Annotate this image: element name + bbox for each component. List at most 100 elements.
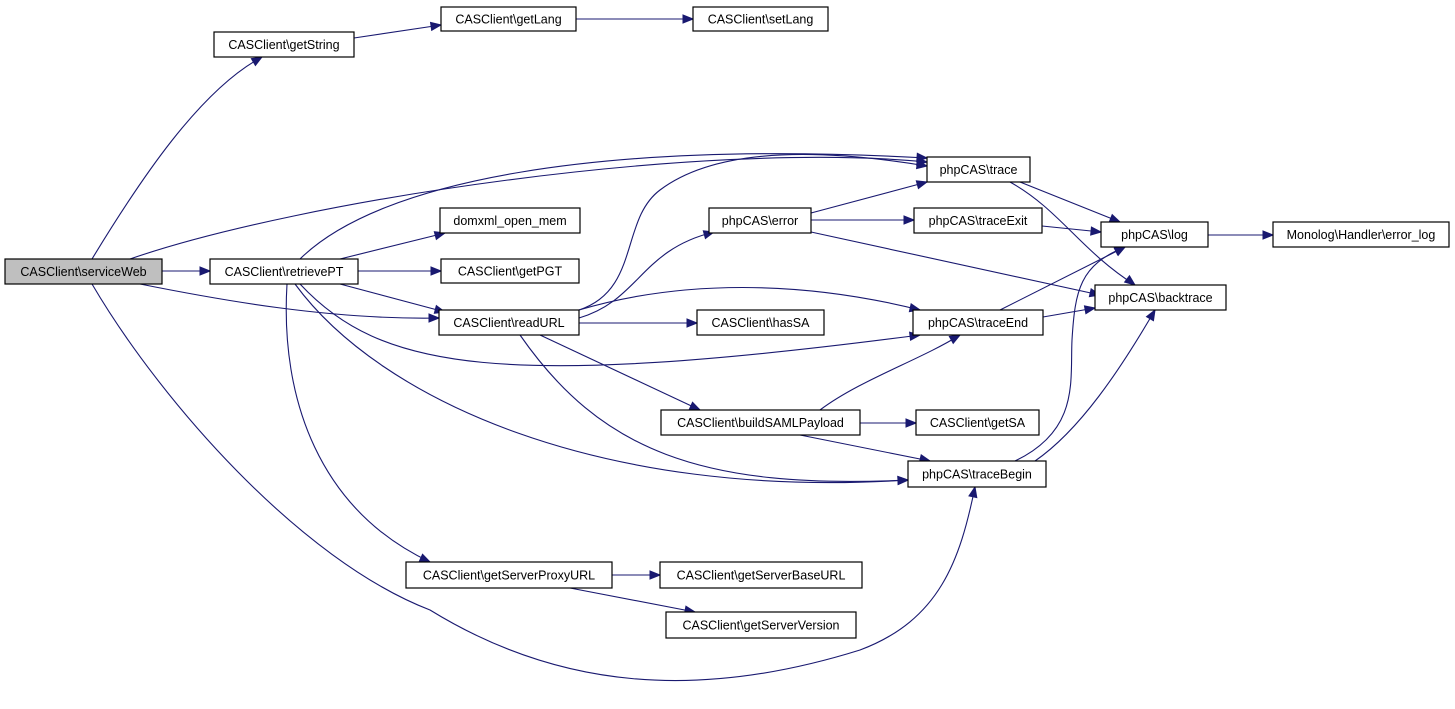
arrowhead-icon — [968, 485, 978, 499]
edge-line — [519, 334, 909, 483]
edge-line — [129, 156, 928, 260]
arrowhead-icon — [1145, 308, 1156, 322]
edge-line — [299, 283, 921, 367]
node-label: CASClient\retrievePT — [225, 265, 344, 279]
edge-traceEnd-to-backtrace — [1042, 305, 1097, 318]
node-traceEnd[interactable]: phpCAS\traceEnd — [912, 309, 1044, 336]
node-label: CASClient\getServerBaseURL — [677, 569, 846, 583]
node-box — [913, 207, 1043, 234]
node-label: CASClient\getString — [228, 38, 339, 52]
node-domxml[interactable]: domxml_open_mem — [439, 207, 581, 234]
node-box — [1100, 221, 1209, 248]
edge-retrievePT-to-traceEnd — [299, 283, 922, 367]
node-box — [1094, 284, 1227, 311]
arrowhead-icon — [199, 266, 212, 276]
arrowhead-icon — [1262, 230, 1275, 240]
edge-error-to-traceExit — [811, 215, 916, 225]
node-box — [440, 6, 577, 32]
node-getPGT[interactable]: CASClient\getPGT — [440, 258, 580, 284]
node-label: CASClient\getSA — [930, 416, 1026, 430]
edge-line — [810, 181, 928, 214]
arrowhead-icon — [686, 318, 699, 328]
edge-traceBegin-to-backtrace — [1034, 308, 1156, 462]
node-traceBegin[interactable]: phpCAS\traceBegin — [907, 460, 1047, 488]
edge-line — [569, 587, 696, 613]
node-box — [4, 258, 163, 285]
edge-serviceWeb-to-getString — [91, 56, 264, 260]
node-box — [665, 611, 857, 639]
node-getSA[interactable]: CASClient\getSA — [915, 409, 1040, 436]
edge-line — [299, 153, 928, 260]
node-getString[interactable]: CASClient\getString — [213, 31, 355, 58]
nodes-layer: CASClient\serviceWebCASClient\getStringC… — [4, 6, 1450, 639]
arrowhead-icon — [1113, 246, 1127, 257]
arrowhead-icon — [948, 334, 962, 345]
edge-line — [339, 232, 446, 260]
node-serviceWeb[interactable]: CASClient\serviceWeb — [4, 258, 163, 285]
arrowhead-icon — [1123, 274, 1137, 286]
node-error[interactable]: phpCAS\error — [708, 207, 812, 234]
node-box — [926, 156, 1031, 183]
node-box — [708, 207, 812, 234]
edge-line — [1009, 181, 1136, 286]
edge-traceExit-to-log — [1041, 225, 1103, 236]
node-trace[interactable]: phpCAS\trace — [926, 156, 1031, 183]
node-box — [692, 6, 829, 32]
edge-line — [294, 283, 909, 484]
edge-retrievePT-to-getServerProxyURL — [285, 283, 432, 563]
node-getLang[interactable]: CASClient\getLang — [440, 6, 577, 32]
arrowhead-icon — [649, 570, 662, 580]
node-getServerVersion[interactable]: CASClient\getServerVersion — [665, 611, 857, 639]
node-log[interactable]: phpCAS\log — [1100, 221, 1209, 248]
edge-serviceWeb-to-retrievePT — [162, 266, 212, 276]
node-box — [915, 409, 1040, 436]
edge-readURL-to-hasSA — [579, 318, 699, 328]
edge-serviceWeb-to-readURL — [139, 283, 441, 323]
node-label: phpCAS\log — [1121, 228, 1188, 242]
edge-getServerProxyURL-to-getServerVersion — [569, 587, 697, 615]
node-getServerProxyURL[interactable]: CASClient\getServerProxyURL — [405, 561, 613, 589]
node-backtrace[interactable]: phpCAS\backtrace — [1094, 284, 1227, 311]
node-label: phpCAS\traceEnd — [928, 316, 1028, 330]
node-readURL[interactable]: CASClient\readURL — [438, 309, 580, 336]
node-label: CASClient\getLang — [455, 13, 561, 27]
edge-line — [810, 231, 1101, 296]
node-label: CASClient\hasSA — [712, 316, 811, 330]
node-box — [907, 460, 1047, 488]
node-label: CASClient\getServerVersion — [682, 619, 839, 633]
edge-buildSAML-to-getSA — [860, 418, 918, 428]
node-label: CASClient\setLang — [708, 13, 814, 27]
node-hasSA[interactable]: CASClient\hasSA — [696, 309, 825, 336]
node-retrievePT[interactable]: CASClient\retrievePT — [209, 258, 359, 285]
arrowhead-icon — [688, 401, 702, 411]
node-box — [696, 309, 825, 336]
node-traceExit[interactable]: phpCAS\traceExit — [913, 207, 1043, 234]
node-box — [659, 561, 863, 589]
edge-readURL-to-traceBegin — [519, 334, 910, 486]
edge-retrievePT-to-getPGT — [358, 266, 443, 276]
node-buildSAML[interactable]: CASClient\buildSAMLPayload — [660, 409, 861, 436]
arrowhead-icon — [1108, 213, 1122, 223]
arrowhead-icon — [1083, 305, 1097, 315]
node-label: CASClient\readURL — [453, 316, 564, 330]
edge-readURL-to-trace — [578, 154, 929, 311]
edge-buildSAML-to-traceEnd — [819, 334, 962, 411]
node-box — [1272, 221, 1450, 248]
edge-buildSAML-to-traceBegin — [799, 434, 932, 464]
edge-line — [539, 334, 701, 411]
node-label: phpCAS\error — [722, 214, 798, 228]
node-errorlog[interactable]: Monolog\Handler\error_log — [1272, 221, 1450, 248]
edge-line — [578, 231, 715, 319]
node-setLang[interactable]: CASClient\setLang — [692, 6, 829, 32]
node-box — [209, 258, 359, 285]
node-box — [440, 258, 580, 284]
arrowhead-icon — [429, 21, 443, 32]
node-label: domxml_open_mem — [453, 214, 566, 228]
edge-getLang-to-setLang — [576, 14, 695, 24]
node-label: phpCAS\backtrace — [1108, 291, 1212, 305]
node-label: CASClient\buildSAMLPayload — [677, 416, 844, 430]
arrowhead-icon — [428, 313, 441, 323]
node-getServerBaseURL[interactable]: CASClient\getServerBaseURL — [659, 561, 863, 589]
edge-line — [91, 56, 263, 260]
edge-getServerProxyURL-to-getServerBaseURL — [612, 570, 662, 580]
